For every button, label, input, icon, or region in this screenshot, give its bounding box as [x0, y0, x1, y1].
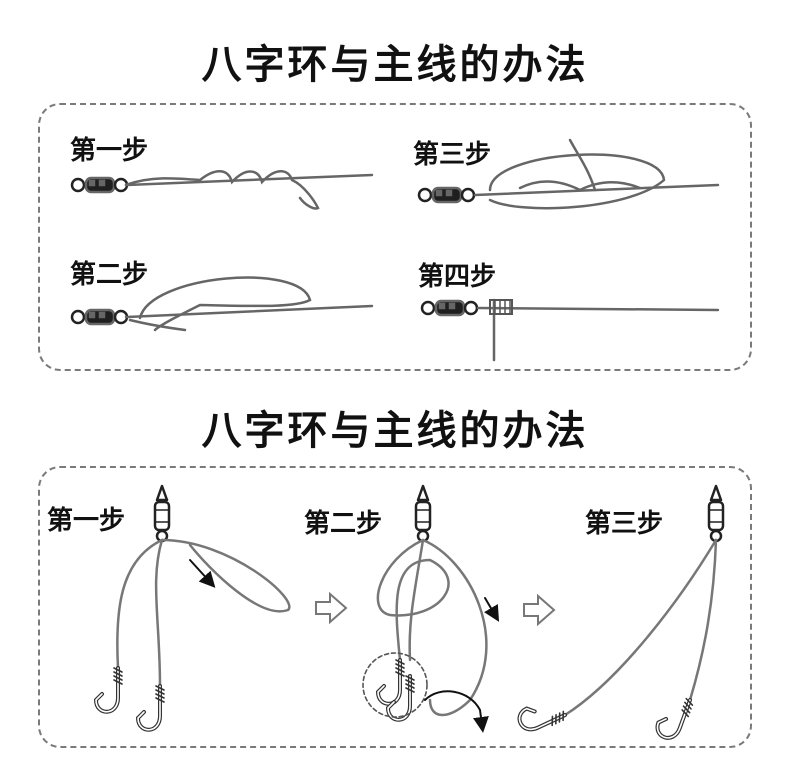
section2-step3-label: 第三步 [585, 509, 664, 539]
s2-step1-art [94, 484, 291, 732]
s1-step2-art [70, 276, 374, 332]
section2-step1-label: 第一步 [47, 506, 126, 536]
section1-step4-label: 第四步 [418, 262, 497, 292]
s2-arrow-2 [523, 593, 556, 627]
section1-panel [38, 103, 752, 371]
section1-step3-label: 第三步 [413, 140, 492, 170]
s1-step4-art [420, 298, 720, 362]
section1-title: 八字环与主线的办法 [201, 42, 589, 88]
s2-arrow-1 [315, 591, 348, 625]
s2-step3-art [514, 484, 725, 745]
section2-panel [38, 466, 752, 748]
s1-step3-art [417, 138, 720, 210]
section2-title: 八字环与主线的办法 [201, 408, 589, 454]
s1-step1-art [70, 170, 374, 210]
section1-step1-label: 第一步 [70, 136, 149, 166]
s2-step2-art [362, 484, 500, 733]
section1-step2-label: 第二步 [70, 260, 149, 290]
section2-step2-label: 第二步 [304, 509, 383, 539]
